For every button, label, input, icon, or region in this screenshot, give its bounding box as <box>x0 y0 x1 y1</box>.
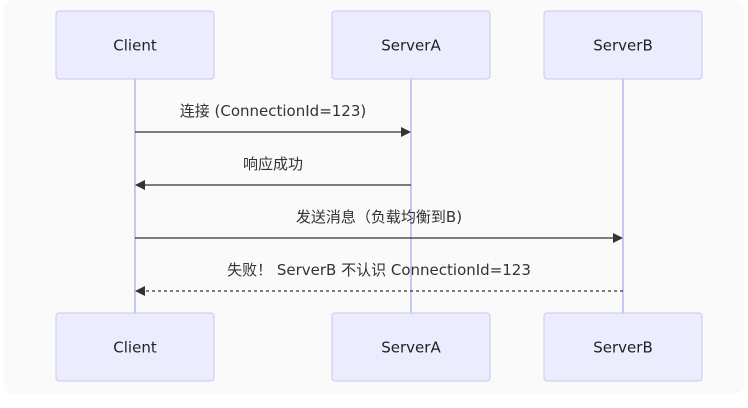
actor-box <box>55 10 215 80</box>
actors-top: Client ServerA ServerB <box>55 10 703 80</box>
lifelines <box>134 79 624 313</box>
actor-box <box>55 312 215 382</box>
message-3: 发送消息（负载均衡到B) <box>135 208 623 243</box>
actor-box <box>543 10 703 80</box>
actor-client-top: Client <box>55 10 215 80</box>
message-label: 连接 (ConnectionId=123) <box>180 102 367 120</box>
actor-serverA-bottom: ServerA <box>331 312 491 382</box>
actor-label: Client <box>113 339 157 357</box>
message-label: 失败！ ServerB 不认识 ConnectionId=123 <box>227 261 531 279</box>
message-4: 失败！ ServerB 不认识 ConnectionId=123 <box>135 261 623 296</box>
actor-label: ServerA <box>381 37 441 55</box>
actors-bottom: Client ServerA ServerB <box>55 312 703 382</box>
actor-label: ServerB <box>593 37 652 55</box>
actor-serverB-top: ServerB <box>543 10 703 80</box>
message-label: 响应成功 <box>243 155 303 173</box>
message-label: 发送消息（负载均衡到B) <box>296 208 462 226</box>
actor-box <box>543 312 703 382</box>
message-1: 连接 (ConnectionId=123) <box>135 102 411 137</box>
actor-serverA-top: ServerA <box>331 10 491 80</box>
actor-box <box>331 10 491 80</box>
actor-label: ServerB <box>593 339 652 357</box>
actor-label: ServerA <box>381 339 441 357</box>
actor-serverB-bottom: ServerB <box>543 312 703 382</box>
message-2: 响应成功 <box>135 155 411 190</box>
actor-label: Client <box>113 37 157 55</box>
actor-box <box>331 312 491 382</box>
actor-client-bottom: Client <box>55 312 215 382</box>
